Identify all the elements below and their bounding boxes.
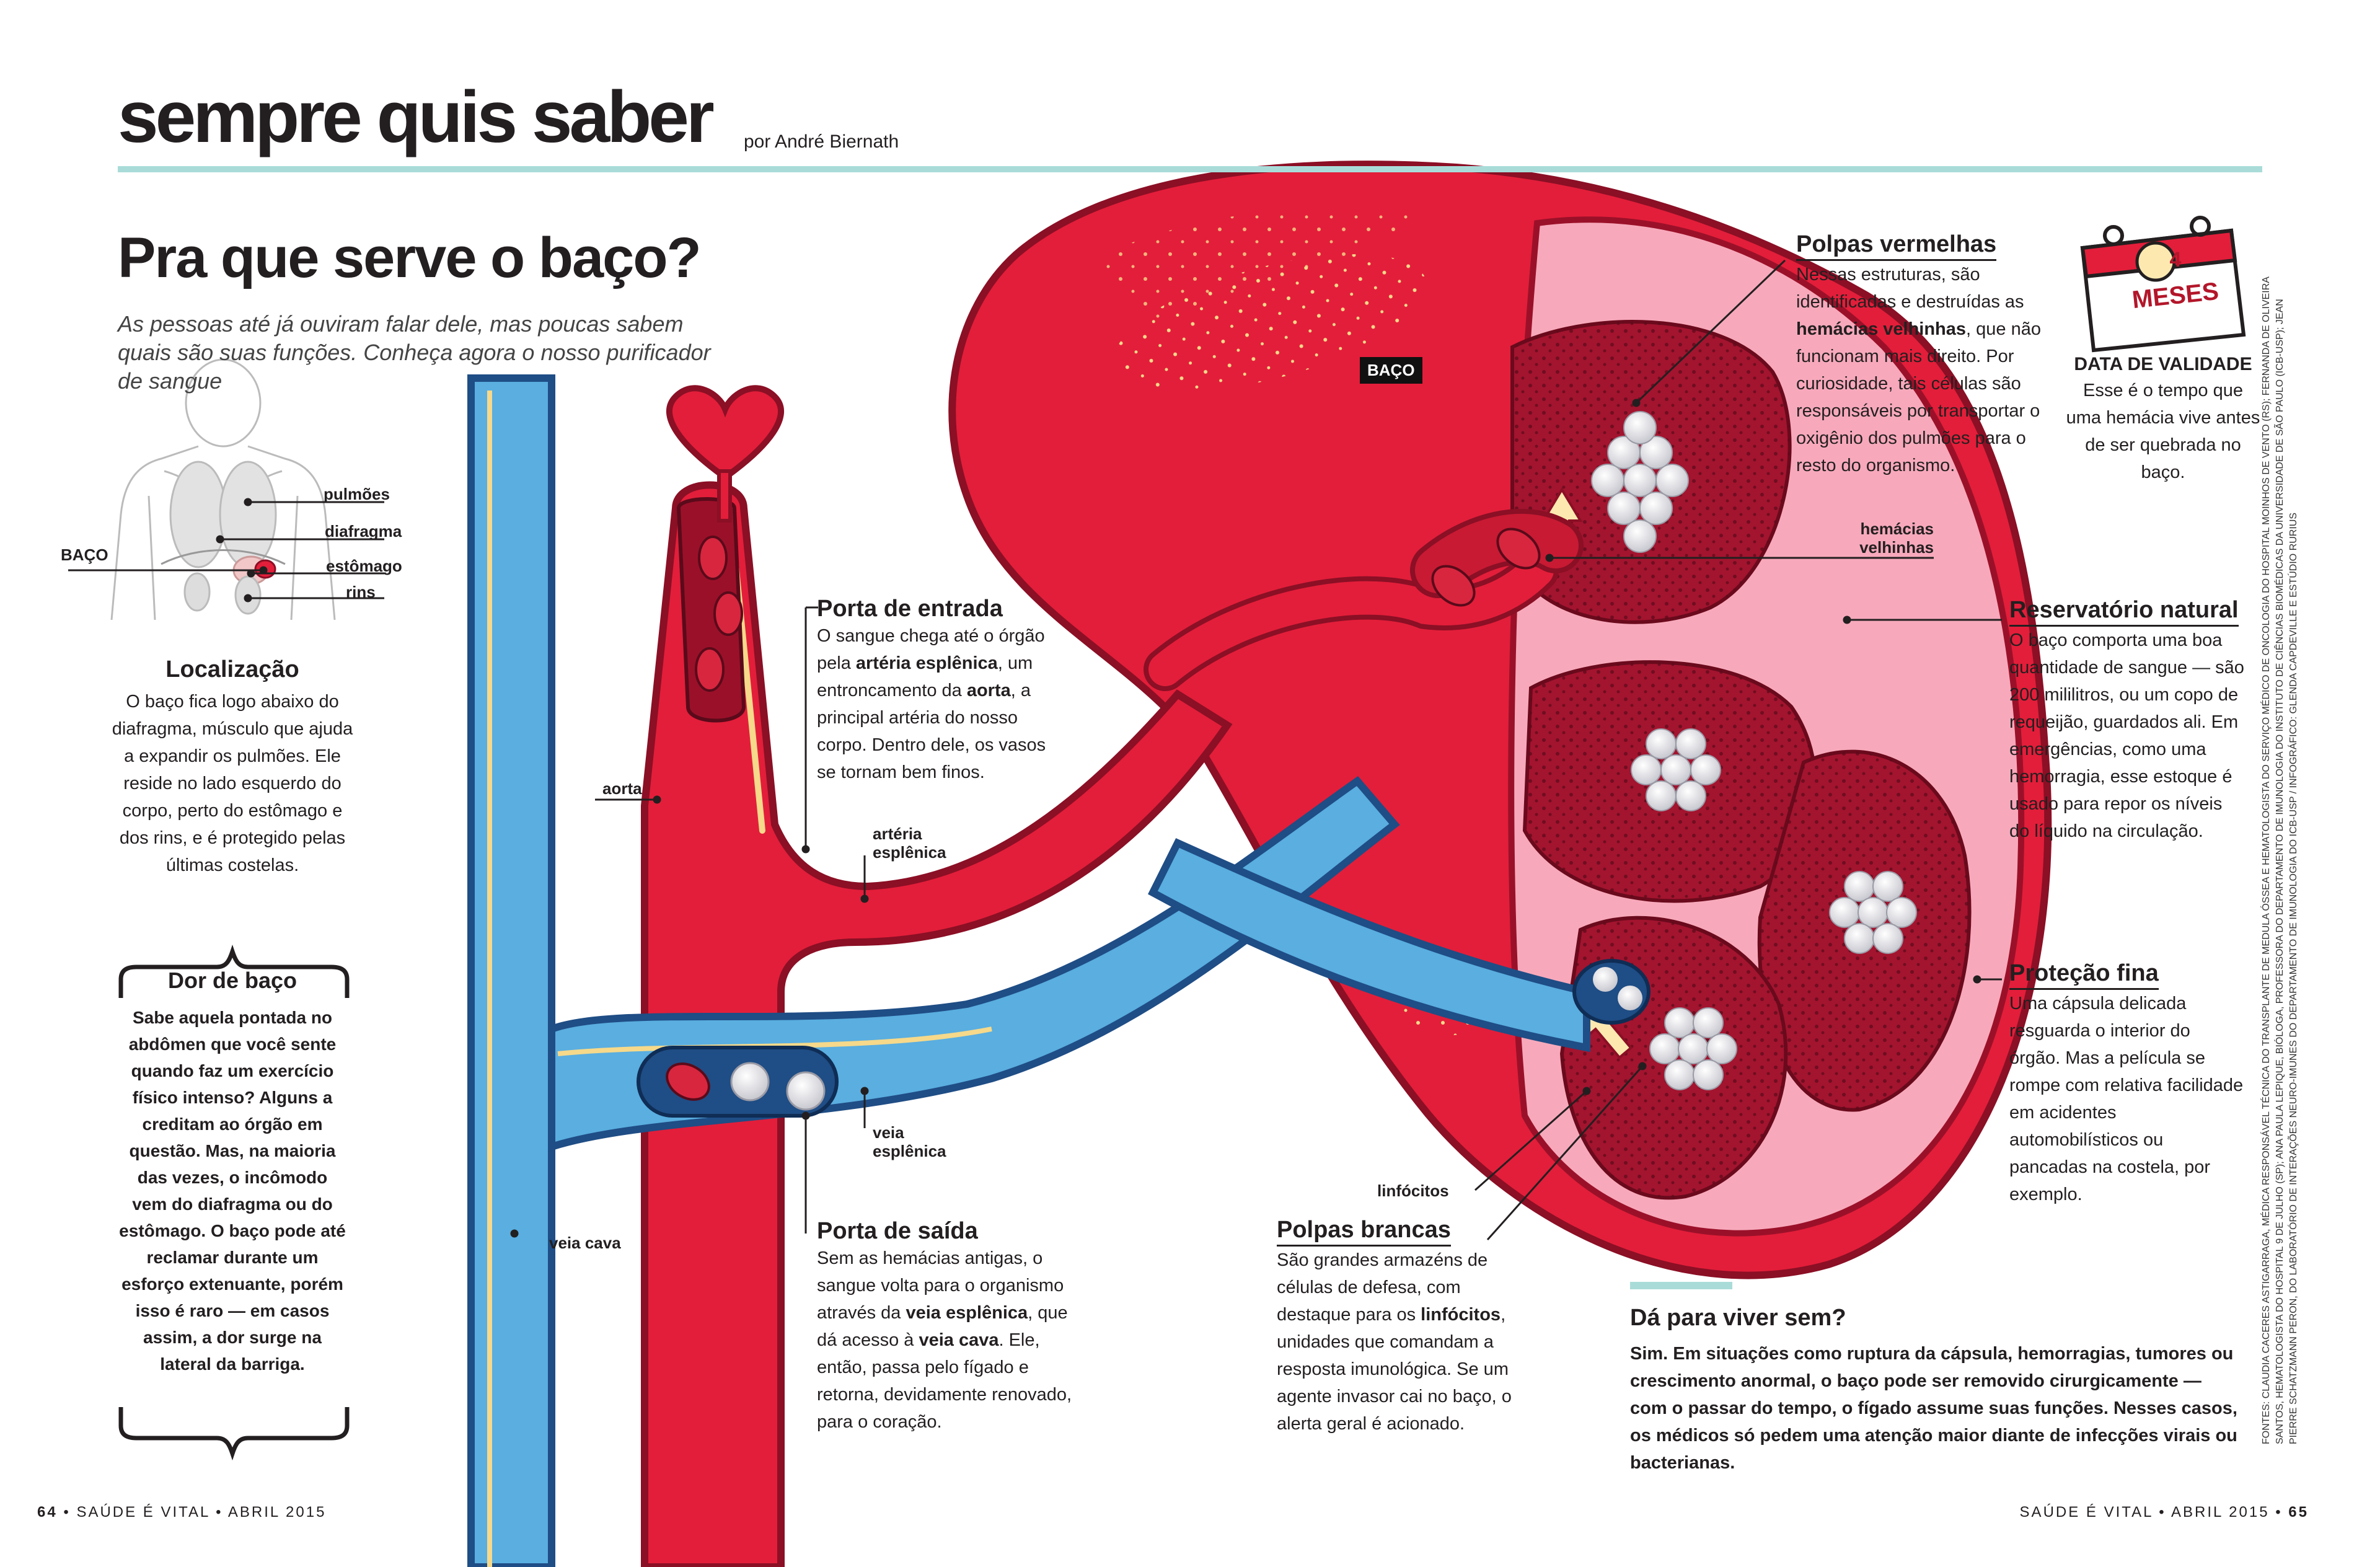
localizacao-text: O baço fica logo abaixo do diafragma, mú… — [112, 692, 353, 875]
dor-title: Dor de baço — [167, 968, 298, 993]
label-arteria: artéria esplênica — [873, 824, 946, 862]
saida-text: Sem as hemácias antigas, o sangue volta … — [817, 1248, 1072, 1432]
entrada-block: Porta de entrada O sangue chega até o ór… — [817, 595, 1065, 786]
footer-left: 64 • SAÚDE É VITAL • ABRIL 2015 — [37, 1504, 327, 1521]
dor-text: Sabe aquela pontada no abdômen que você … — [119, 1008, 346, 1374]
vermelhas-block: Polpas vermelhas Nessas estruturas, são … — [1796, 231, 2044, 479]
vermelhas-text: Nessas estruturas, são identificadas e d… — [1796, 265, 2041, 475]
header-rule — [118, 166, 2262, 172]
footer-right: SAÚDE É VITAL • ABRIL 2015 • 65 — [2019, 1504, 2309, 1521]
label-veia-cava: veia cava — [549, 1234, 621, 1252]
label-aorta: aorta — [602, 779, 642, 798]
leader-lines — [68, 259, 2002, 1240]
label-diafragma: diafragma — [325, 522, 402, 541]
localizacao-title: Localização — [165, 656, 299, 682]
byline: por André Biernath — [744, 131, 899, 152]
label-rins: rins — [346, 583, 376, 601]
viver-rule — [1630, 1282, 1732, 1289]
label-baco-map: BAÇO — [61, 545, 108, 564]
label-linfocitos: linfócitos — [1377, 1181, 1449, 1200]
label-veia-esplenica: veia esplênica — [873, 1123, 946, 1160]
reservatorio-title: Reservatório natural — [2009, 596, 2239, 627]
saida-block: Porta de saída Sem as hemácias antigas, … — [817, 1217, 1077, 1436]
brancas-title: Polpas brancas — [1277, 1216, 1451, 1247]
brancas-block: Polpas brancas São grandes armazéns de c… — [1277, 1216, 1537, 1437]
page-number-right: 65 — [2288, 1504, 2309, 1521]
calendar-number: 4 — [2169, 248, 2182, 271]
viver-text: Sim. Em situações como ruptura da cápsul… — [1630, 1344, 2237, 1473]
protecao-text: Uma cápsula delicada resguarda o interio… — [2009, 994, 2244, 1204]
dor-braces — [118, 944, 350, 1461]
label-hemacias: hemácias velhinhas — [1859, 519, 1934, 557]
reservatorio-block: Reservatório natural O baço comporta uma… — [2009, 596, 2245, 845]
vein-vessels — [467, 374, 1651, 1567]
page-subtitle: As pessoas até já ouviram falar dele, ma… — [118, 311, 711, 394]
page-number-left: 64 — [37, 1504, 58, 1521]
validade-text: Esse é o tempo que uma hemácia vive ante… — [2066, 381, 2260, 482]
credits: FONTES: CLAUDIA CACERES ASTIGARRAGA, MÉD… — [2261, 276, 2299, 1444]
protecao-block: Proteção fina Uma cápsula delicada resgu… — [2009, 960, 2245, 1208]
viver-title: Dá para viver sem? — [1630, 1305, 1846, 1331]
calendar-icon — [2080, 216, 2246, 353]
page-title: Pra que serve o baço? — [118, 226, 702, 289]
dor-box: Dor de baço Sabe aquela pontada no abdôm… — [118, 967, 347, 1377]
brancas-text: São grandes armazéns de células de defes… — [1277, 1250, 1512, 1434]
entrada-text: O sangue chega até o órgão pela artéria … — [817, 626, 1046, 782]
entrada-title: Porta de entrada — [817, 596, 1003, 622]
reservatorio-text: O baço comporta uma boa quantidade de sa… — [2009, 630, 2244, 841]
saida-title: Porta de saída — [817, 1218, 978, 1244]
body-map — [110, 358, 336, 620]
label-estomago: estômago — [326, 557, 402, 575]
label-baco: BAÇO — [1360, 357, 1422, 384]
protecao-title: Proteção fina — [2009, 960, 2159, 990]
validade-title: DATA DE VALIDADE — [2074, 354, 2252, 374]
vermelhas-title: Polpas vermelhas — [1796, 231, 1997, 261]
label-pulmoes: pulmões — [324, 485, 390, 503]
section-title: sempre quis saber — [118, 76, 715, 158]
